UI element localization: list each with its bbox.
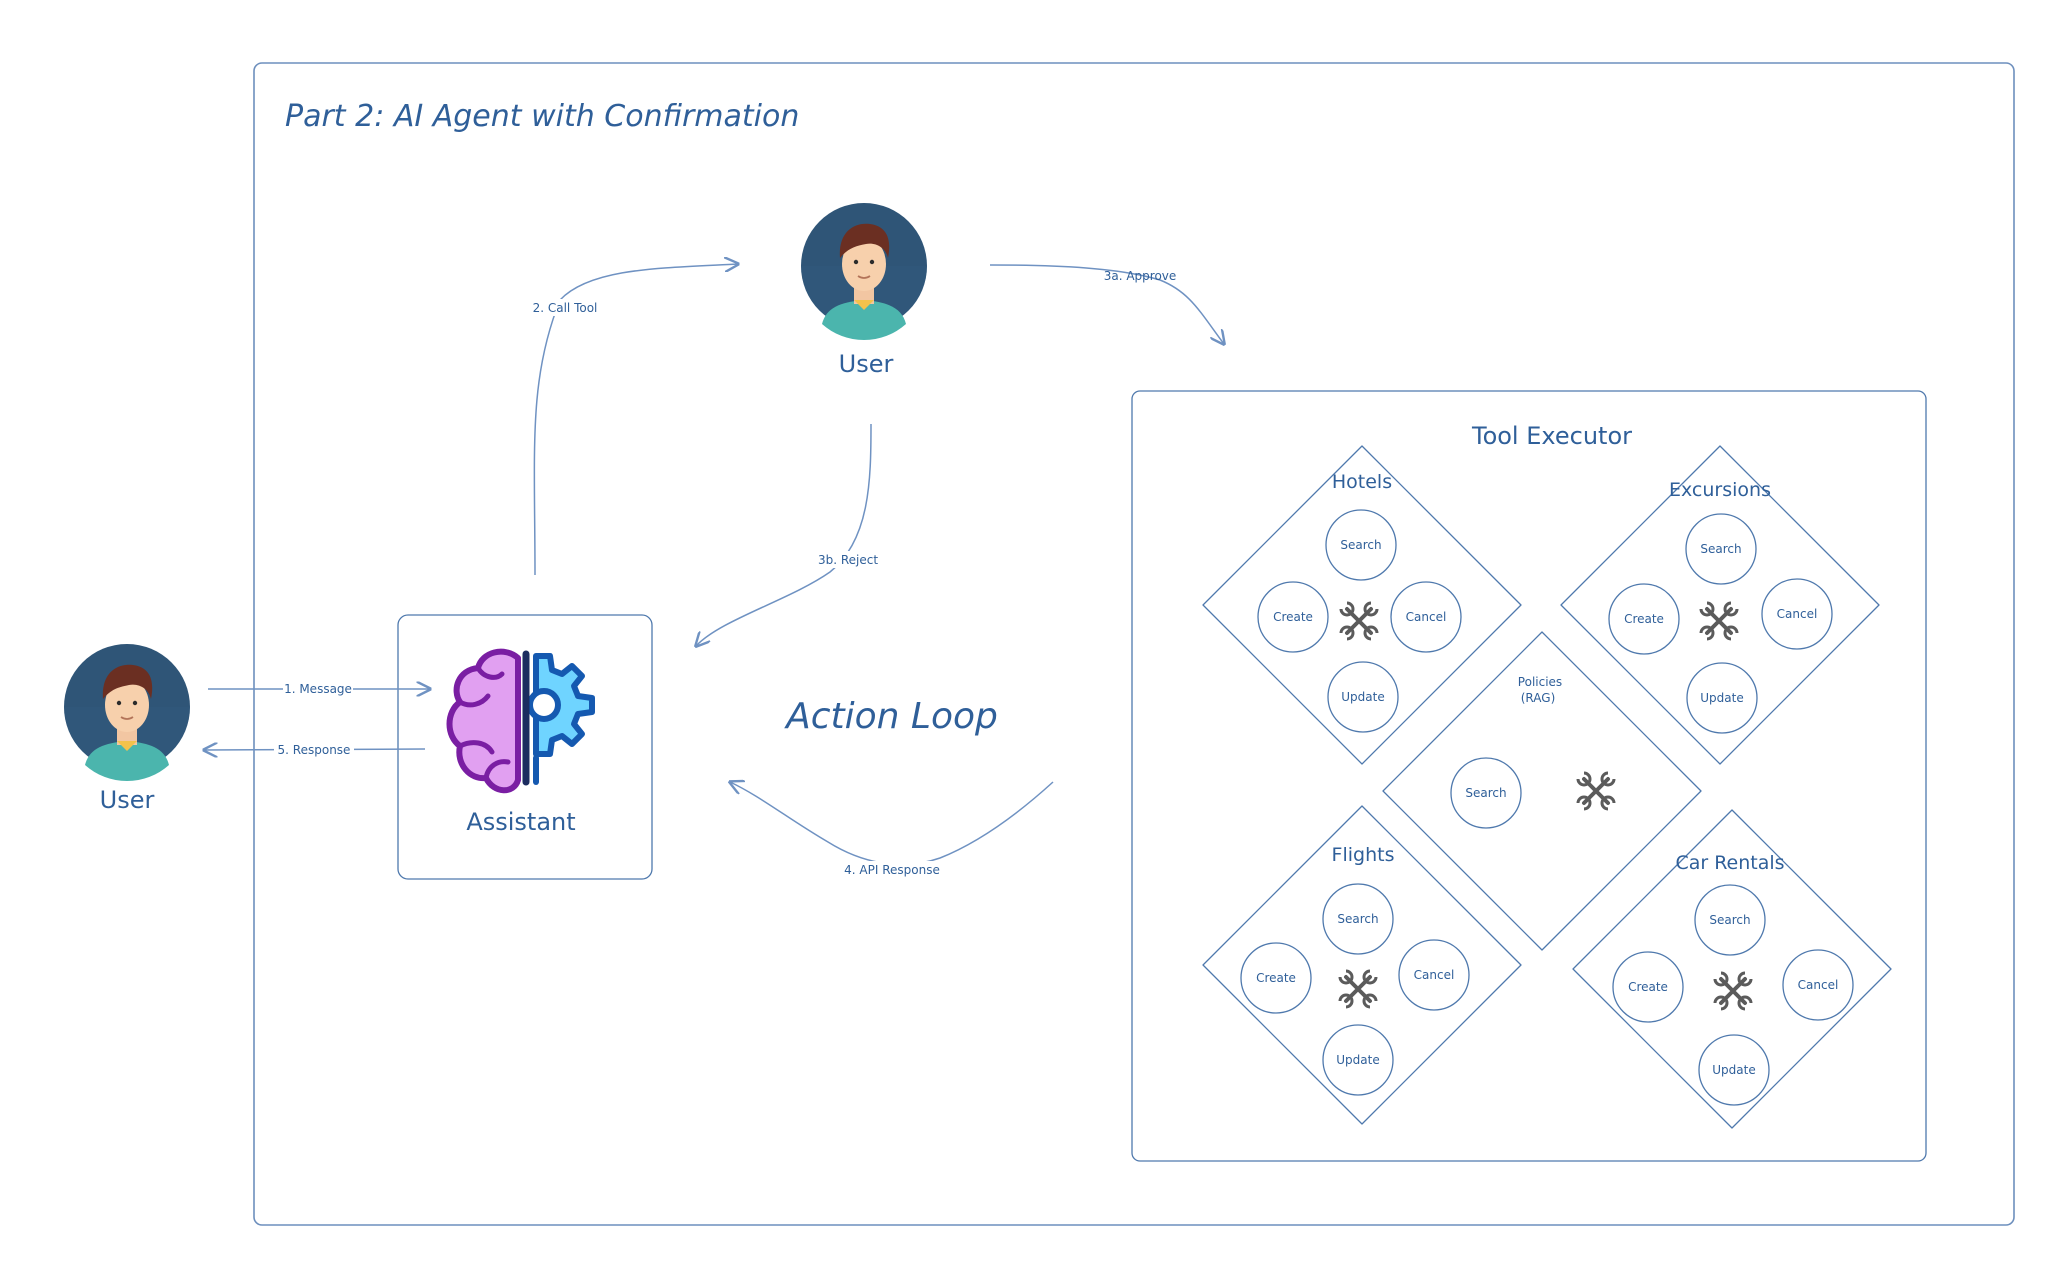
policies-label-line2: (RAG): [1521, 691, 1556, 705]
flights-label: Flights: [1332, 844, 1395, 866]
car-rentals-create-node: [1612, 951, 1684, 1023]
flights-cancel-node: [1398, 939, 1470, 1011]
left-user: User: [63, 643, 191, 814]
edge-approve-label: 3a. Approve: [1104, 269, 1177, 283]
flights-search-label: Search: [1337, 912, 1378, 926]
edge-reject: 3b. Reject: [696, 423, 886, 646]
flights-cancel-label: Cancel: [1414, 968, 1455, 982]
hotels-cancel-label: Cancel: [1406, 610, 1447, 624]
excursions-update-node: [1686, 662, 1758, 734]
policies-search-label: Search: [1465, 786, 1506, 800]
car-rentals-cancel-label: Cancel: [1798, 978, 1839, 992]
hotels-group: Hotels Search Create Cancel Update: [1202, 445, 1522, 765]
hotels-update-node: [1327, 661, 1399, 733]
diagram-title: Part 2: AI Agent with Confirmation: [285, 99, 799, 134]
excursions-cancel-label: Cancel: [1777, 607, 1818, 621]
tool-executor-title: Tool Executor: [1471, 422, 1632, 450]
brain-gear-icon: [446, 648, 595, 794]
flights-update-node: [1322, 1024, 1394, 1096]
flights-create-node: [1240, 942, 1312, 1014]
assistant-node: Assistant: [397, 614, 653, 880]
hotels-create-node: [1257, 581, 1329, 653]
hotels-update-label: Update: [1341, 690, 1384, 704]
left-user-label: User: [100, 786, 155, 814]
left-user-avatar-icon: [63, 643, 191, 782]
edge-message-label: 1. Message: [284, 682, 352, 696]
policies-search-node: [1450, 757, 1522, 829]
action-loop-label: Action Loop: [784, 696, 998, 737]
main-frame: [253, 62, 2015, 1226]
car-rentals-create-label: Create: [1628, 980, 1668, 994]
hotels-label: Hotels: [1332, 471, 1392, 493]
edge-api-response-label: 4. API Response: [844, 863, 940, 877]
car-rentals-search-label: Search: [1709, 913, 1750, 927]
flights-search-node: [1322, 883, 1394, 955]
excursions-update-label: Update: [1700, 691, 1743, 705]
hotels-cancel-node: [1390, 581, 1462, 653]
excursions-search-label: Search: [1700, 542, 1741, 556]
top-user-label: User: [839, 350, 894, 378]
policies-label-line1: Policies: [1518, 675, 1562, 689]
excursions-label: Excursions: [1669, 479, 1771, 501]
car-rentals-label: Car Rentals: [1675, 852, 1784, 874]
excursions-search-node: [1685, 513, 1757, 585]
excursions-cancel-node: [1761, 578, 1833, 650]
excursions-create-node: [1608, 583, 1680, 655]
top-user-avatar-icon: [800, 202, 928, 341]
flights-create-label: Create: [1256, 971, 1296, 985]
flights-update-label: Update: [1336, 1053, 1379, 1067]
edge-api-response: 4. API Response: [730, 782, 1054, 878]
edge-call-tool-label: 2. Call Tool: [533, 301, 598, 315]
hotels-create-label: Create: [1273, 610, 1313, 624]
edge-reject-label: 3b. Reject: [818, 553, 878, 567]
tool-executor: Tool Executor Hotels Search Create Cance…: [1131, 390, 1927, 1162]
car-rentals-group: Car Rentals Search Create Cancel Update: [1572, 809, 1892, 1129]
hotels-search-node: [1325, 509, 1397, 581]
excursions-create-label: Create: [1624, 612, 1664, 626]
assistant-label: Assistant: [466, 808, 575, 836]
edge-response: 5. Response: [204, 741, 426, 758]
flights-group: Flights Search Create Cancel Update: [1202, 805, 1522, 1125]
car-rentals-search-node: [1694, 884, 1766, 956]
top-user: User: [800, 202, 928, 378]
edge-call-tool: 2. Call Tool: [522, 264, 738, 576]
car-rentals-cancel-node: [1782, 949, 1854, 1021]
policies-group: Policies (RAG) Search: [1382, 631, 1702, 951]
hotels-search-label: Search: [1340, 538, 1381, 552]
edge-message: 1. Message: [208, 680, 430, 697]
car-rentals-update-label: Update: [1712, 1063, 1755, 1077]
excursions-group: Excursions Search Create Cancel Update: [1560, 445, 1880, 765]
car-rentals-update-node: [1698, 1034, 1770, 1106]
edge-approve: 3a. Approve: [989, 264, 1224, 344]
edge-response-label: 5. Response: [278, 743, 351, 757]
